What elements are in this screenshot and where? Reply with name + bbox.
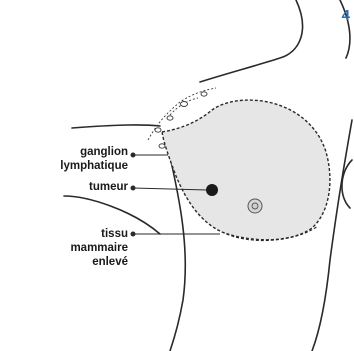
upper-arm-outline <box>72 125 160 128</box>
ganglion-leader-dot <box>131 153 135 157</box>
lymph-node <box>155 128 161 132</box>
label-tissu: tissu mammaire enlevé <box>70 227 128 269</box>
lymph-node <box>159 144 165 148</box>
lymph-node <box>201 92 207 96</box>
label-ganglion: ganglion lymphatique <box>60 145 128 173</box>
excised-tissue-region <box>162 100 330 240</box>
tissu-leader-dot <box>131 232 135 236</box>
neck-outline <box>200 0 303 82</box>
figure-number: 4 <box>342 8 350 23</box>
tumeur-leader-dot <box>131 186 135 190</box>
label-tumeur: tumeur <box>89 180 128 194</box>
lymph-node <box>181 102 188 107</box>
nipple <box>252 203 258 209</box>
tumor <box>206 184 218 196</box>
lymph-node <box>167 116 173 120</box>
